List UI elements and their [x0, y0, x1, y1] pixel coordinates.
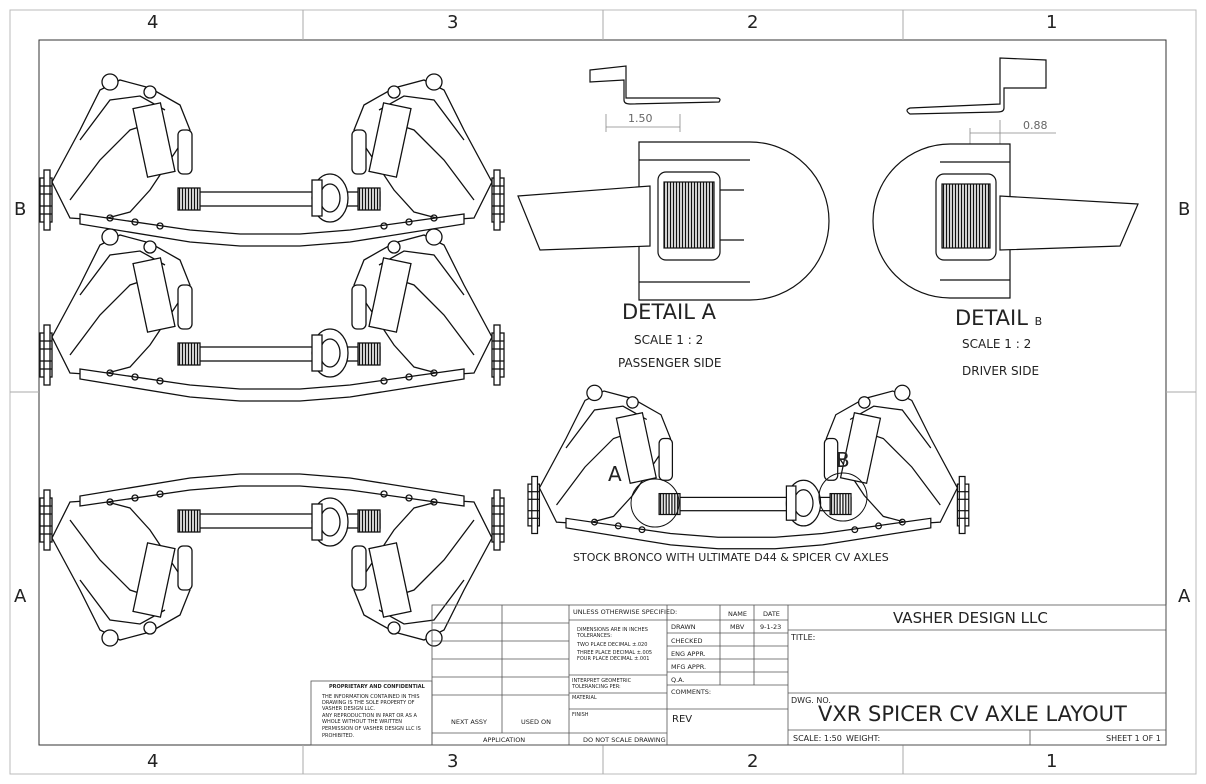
detail-b-title-suffix: B	[1034, 315, 1043, 328]
drawn-date: 9-1-23	[760, 623, 782, 631]
detail-b-title-text: DETAIL	[955, 306, 1028, 330]
detail-a-dimension: 1.50	[628, 112, 653, 125]
detail-b-view	[872, 57, 1139, 299]
zone-row-right-a: A	[1178, 586, 1191, 607]
proprietary-line-7: PROHIBITED.	[322, 733, 355, 739]
zone-col-bottom-1: 1	[1046, 751, 1058, 772]
zone-col-top-3: 3	[447, 12, 459, 33]
spec-tolerances: TOLERANCES:	[577, 633, 612, 639]
zone-col-top-2: 2	[747, 12, 759, 33]
checked-label: CHECKED	[671, 637, 703, 645]
company-name: VASHER DESIGN LLC	[893, 609, 1048, 627]
title-block-grid	[310, 604, 1167, 746]
used-on-label: USED ON	[521, 718, 552, 726]
detail-b-dimension: 0.88	[1023, 119, 1048, 132]
spec-dims: DIMENSIONS ARE IN INCHES	[577, 627, 648, 633]
detail-a-title: DETAIL A	[622, 300, 716, 324]
proprietary-line-6: PERMISSION OF VASHER DESIGN LLC IS	[322, 726, 421, 732]
main-view-caption: STOCK BRONCO WITH ULTIMATE D44 & SPICER …	[573, 551, 889, 564]
detail-b-title: DETAIL B	[955, 306, 1042, 330]
detail-a-callout-circle	[630, 478, 680, 528]
zone-col-bottom-4: 4	[147, 751, 159, 772]
proprietary-line-3: VASHER DESIGN LLC.	[322, 706, 376, 712]
spec-four-place: FOUR PLACE DECIMAL ±.001	[577, 656, 650, 662]
drawn-label: DRAWN	[671, 623, 696, 631]
next-assy-label: NEXT ASSY	[451, 718, 488, 726]
sheet-number: SHEET 1 OF 1	[1106, 734, 1161, 743]
title-label: TITLE:	[791, 633, 816, 642]
scale-label: SCALE: 1:50	[793, 734, 842, 743]
mfg-appr-label: MFG APPR.	[671, 663, 707, 671]
detail-a-callout-label: A	[608, 462, 622, 486]
comments-label: COMMENTS:	[671, 688, 712, 696]
zone-col-top-4: 4	[147, 12, 159, 33]
zone-row-left-a: A	[14, 586, 27, 607]
spec-two-place: TWO PLACE DECIMAL ±.020	[577, 642, 648, 648]
drawn-name: MBV	[730, 623, 745, 631]
spec-interpret-1: INTERPRET GEOMETRIC	[572, 678, 632, 684]
detail-b-scale: SCALE 1 : 2	[962, 337, 1032, 351]
zone-row-left-b: B	[14, 199, 27, 220]
zone-col-top-1: 1	[1046, 12, 1058, 33]
zone-row-right-b: B	[1178, 199, 1191, 220]
weight-label: WEIGHT:	[846, 734, 881, 743]
spec-interpret-2: TOLERANCING PER:	[572, 684, 621, 690]
zone-col-bottom-3: 3	[447, 751, 459, 772]
spec-finish: FINISH	[572, 712, 589, 718]
rev-label: REV	[672, 714, 693, 725]
unless-specified: UNLESS OTHERWISE SPECIFIED:	[573, 608, 678, 616]
detail-b-callout-circle	[818, 472, 868, 522]
spec-material: MATERIAL	[572, 695, 597, 701]
detail-a-scale: SCALE 1 : 2	[634, 333, 704, 347]
proprietary-line-2: DRAWING IS THE SOLE PROPERTY OF	[322, 700, 415, 706]
detail-a-side: PASSENGER SIDE	[618, 356, 722, 370]
drawing-title: VXR SPICER CV AXLE LAYOUT	[818, 702, 1127, 726]
do-not-scale: DO NOT SCALE DRAWING	[583, 736, 666, 744]
eng-appr-label: ENG APPR.	[671, 650, 706, 658]
proprietary-heading: PROPRIETARY AND CONFIDENTIAL	[329, 684, 425, 690]
proprietary-line-5: WHOLE WITHOUT THE WRITTEN	[322, 719, 403, 725]
application-label: APPLICATION	[483, 736, 526, 744]
detail-b-callout-label: B	[836, 448, 850, 472]
spec-three-place: THREE PLACE DECIMAL ±.005	[577, 650, 653, 656]
proprietary-line-4: ANY REPRODUCTION IN PART OR AS A	[322, 713, 417, 719]
name-header: NAME	[728, 610, 748, 618]
dwg-no-label: DWG. NO.	[791, 696, 831, 705]
date-header: DATE	[763, 610, 780, 618]
qa-label: Q.A.	[671, 676, 685, 684]
zone-col-bottom-2: 2	[747, 751, 759, 772]
detail-b-side: DRIVER SIDE	[962, 364, 1040, 378]
detail-a-view	[517, 65, 830, 301]
proprietary-line-1: THE INFORMATION CONTAINED IN THIS	[322, 694, 420, 700]
